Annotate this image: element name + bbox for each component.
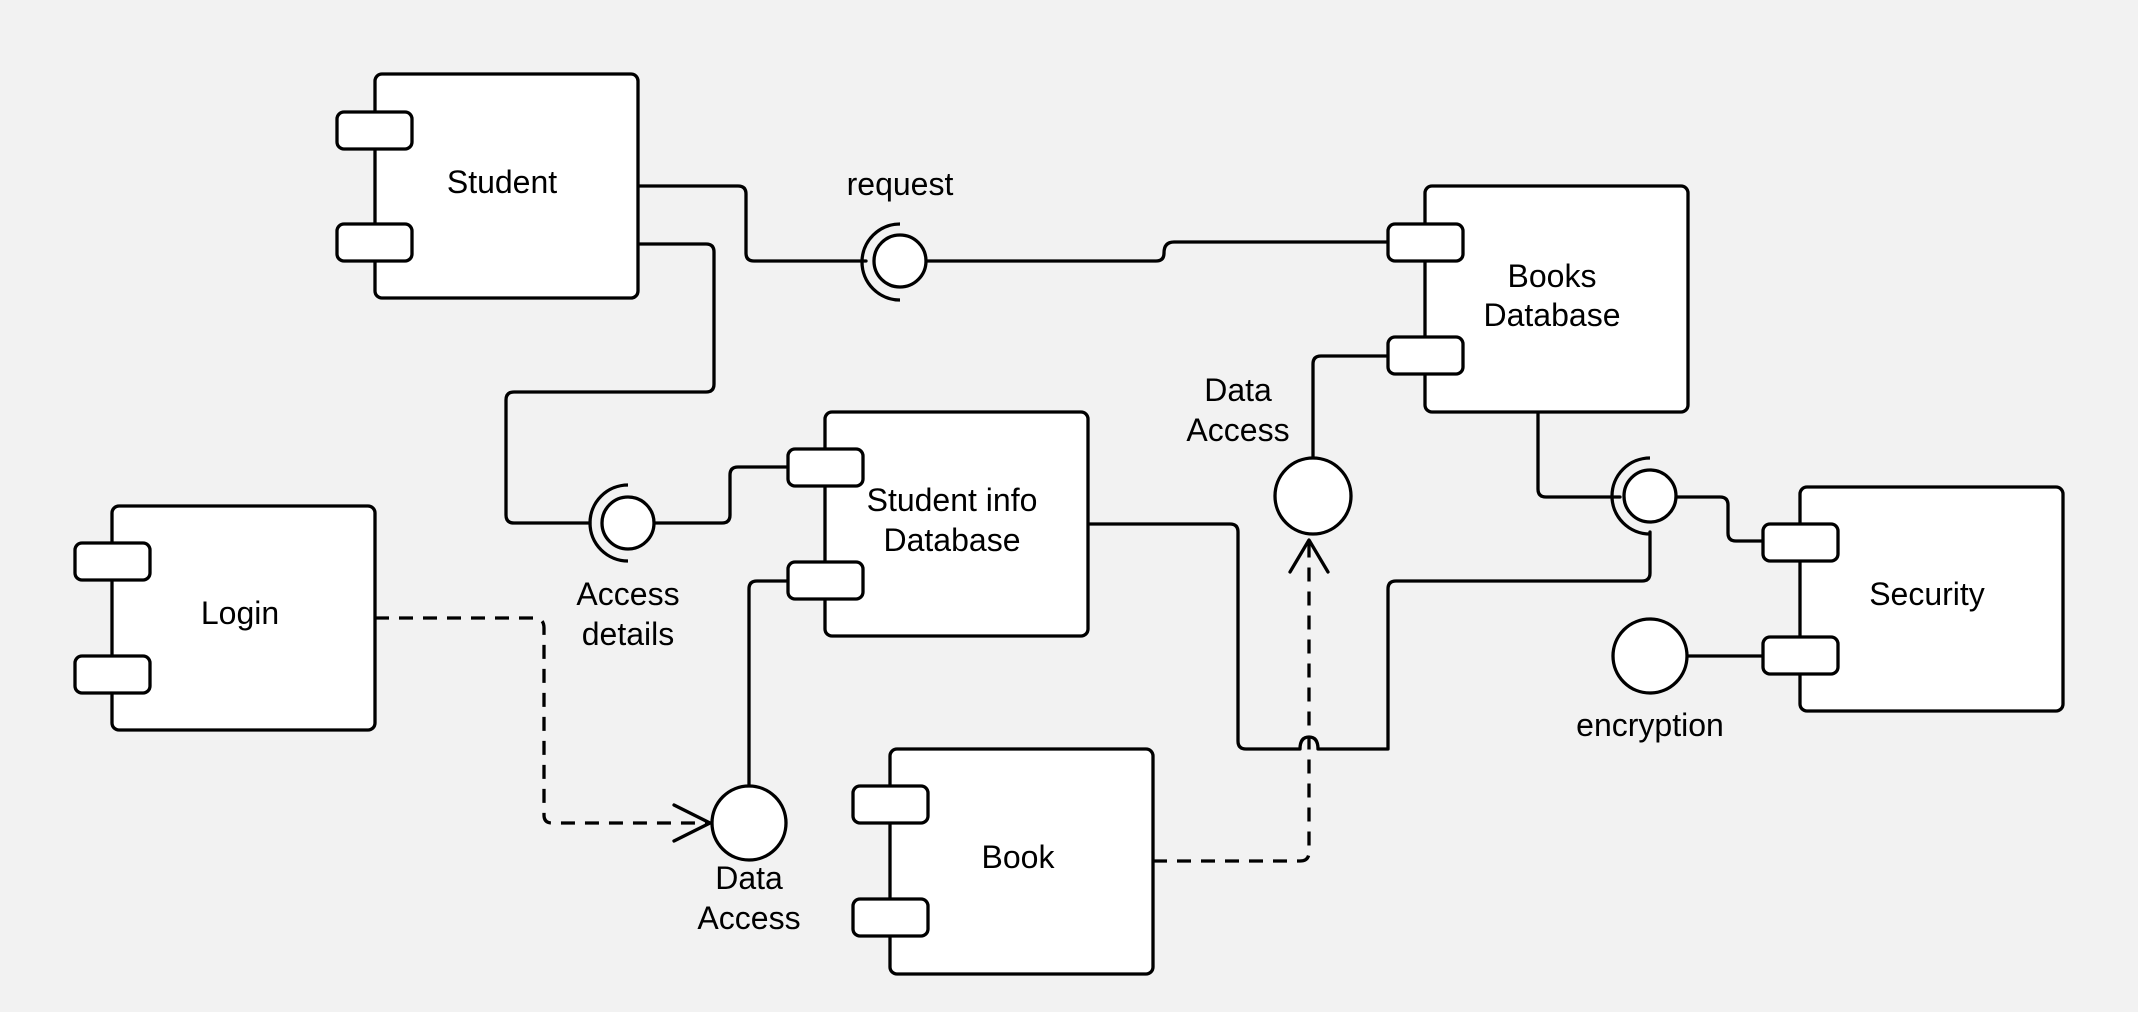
book-label: Book xyxy=(982,839,1056,875)
data-access-bottom-interface[interactable] xyxy=(710,784,788,862)
books-db-label-line1: Books xyxy=(1508,258,1597,294)
wire-socket-security xyxy=(1674,495,1765,543)
wire-student-request xyxy=(636,184,868,263)
book-box xyxy=(888,747,1155,976)
component-student[interactable]: Student xyxy=(335,72,640,300)
book-port-bottom xyxy=(851,897,930,938)
wire-books-db-data-access xyxy=(1311,354,1390,460)
login-label: Login xyxy=(201,595,279,631)
book-port-top xyxy=(851,784,930,825)
access-details-socket xyxy=(588,483,629,563)
books-db-port-top xyxy=(1386,222,1465,263)
access-details-label-line2: details xyxy=(582,616,675,652)
dependency-login-data-access xyxy=(375,616,710,825)
student-info-db-port-top xyxy=(786,447,865,488)
student-info-db-port-bottom xyxy=(786,560,865,601)
wire-access-details-student-info xyxy=(653,465,790,525)
component-books-database[interactable]: Books Database xyxy=(1386,184,1690,414)
data-access-top-label-line2: Access xyxy=(1186,412,1289,448)
arrowhead-data-access-bottom xyxy=(672,803,712,843)
dependencies xyxy=(375,538,1330,863)
request-interface[interactable] xyxy=(872,233,928,289)
wire-student-access-details xyxy=(504,242,716,525)
security-socket xyxy=(1610,456,1651,536)
student-port-bottom xyxy=(335,222,414,263)
login-port-bottom xyxy=(73,654,152,695)
arrowhead-data-access-top xyxy=(1288,538,1330,574)
access-details-label-line1: Access xyxy=(576,576,679,612)
wire-student-info-data-access xyxy=(747,579,790,788)
wire-student-info-security-socket xyxy=(1086,522,1652,751)
data-access-top-label-line1: Data xyxy=(1204,372,1272,408)
security-port-top xyxy=(1761,522,1840,563)
login-port-top xyxy=(73,541,152,582)
dependency-book-data-access xyxy=(1153,540,1311,863)
wire-request-books-db xyxy=(925,240,1390,263)
books-db-label-line2: Database xyxy=(1484,297,1621,333)
access-details-interface[interactable] xyxy=(600,495,656,551)
security-box xyxy=(1798,485,2065,713)
data-access-bottom-label-line1: Data xyxy=(715,860,783,896)
student-label: Student xyxy=(447,164,557,200)
student-info-db-label-line1: Student info xyxy=(867,482,1038,518)
data-access-bottom-label-line2: Access xyxy=(697,900,800,936)
books-db-box xyxy=(1423,184,1690,414)
request-socket xyxy=(860,222,901,302)
security-port-bottom xyxy=(1761,635,1840,676)
component-book[interactable]: Book xyxy=(851,747,1155,976)
student-info-db-label-line2: Database xyxy=(884,522,1021,558)
component-security[interactable]: Security xyxy=(1761,485,2065,713)
wire-books-db-security-socket xyxy=(1536,410,1622,499)
encryption-interface[interactable] xyxy=(1611,617,1689,695)
security-interface[interactable] xyxy=(1622,468,1678,524)
encryption-label: encryption xyxy=(1576,707,1724,743)
security-label: Security xyxy=(1869,576,1985,612)
student-info-db-box xyxy=(823,410,1090,638)
component-login[interactable]: Login xyxy=(73,504,377,732)
component-student-info-database[interactable]: Student info Database xyxy=(786,410,1090,638)
books-db-port-bottom xyxy=(1386,335,1465,376)
login-box xyxy=(110,504,377,732)
student-port-top xyxy=(335,110,414,151)
data-access-top-interface[interactable] xyxy=(1273,456,1353,536)
request-label: request xyxy=(847,166,954,202)
student-box xyxy=(373,72,640,300)
interfaces: request Access details Data Access Data … xyxy=(576,166,1723,936)
